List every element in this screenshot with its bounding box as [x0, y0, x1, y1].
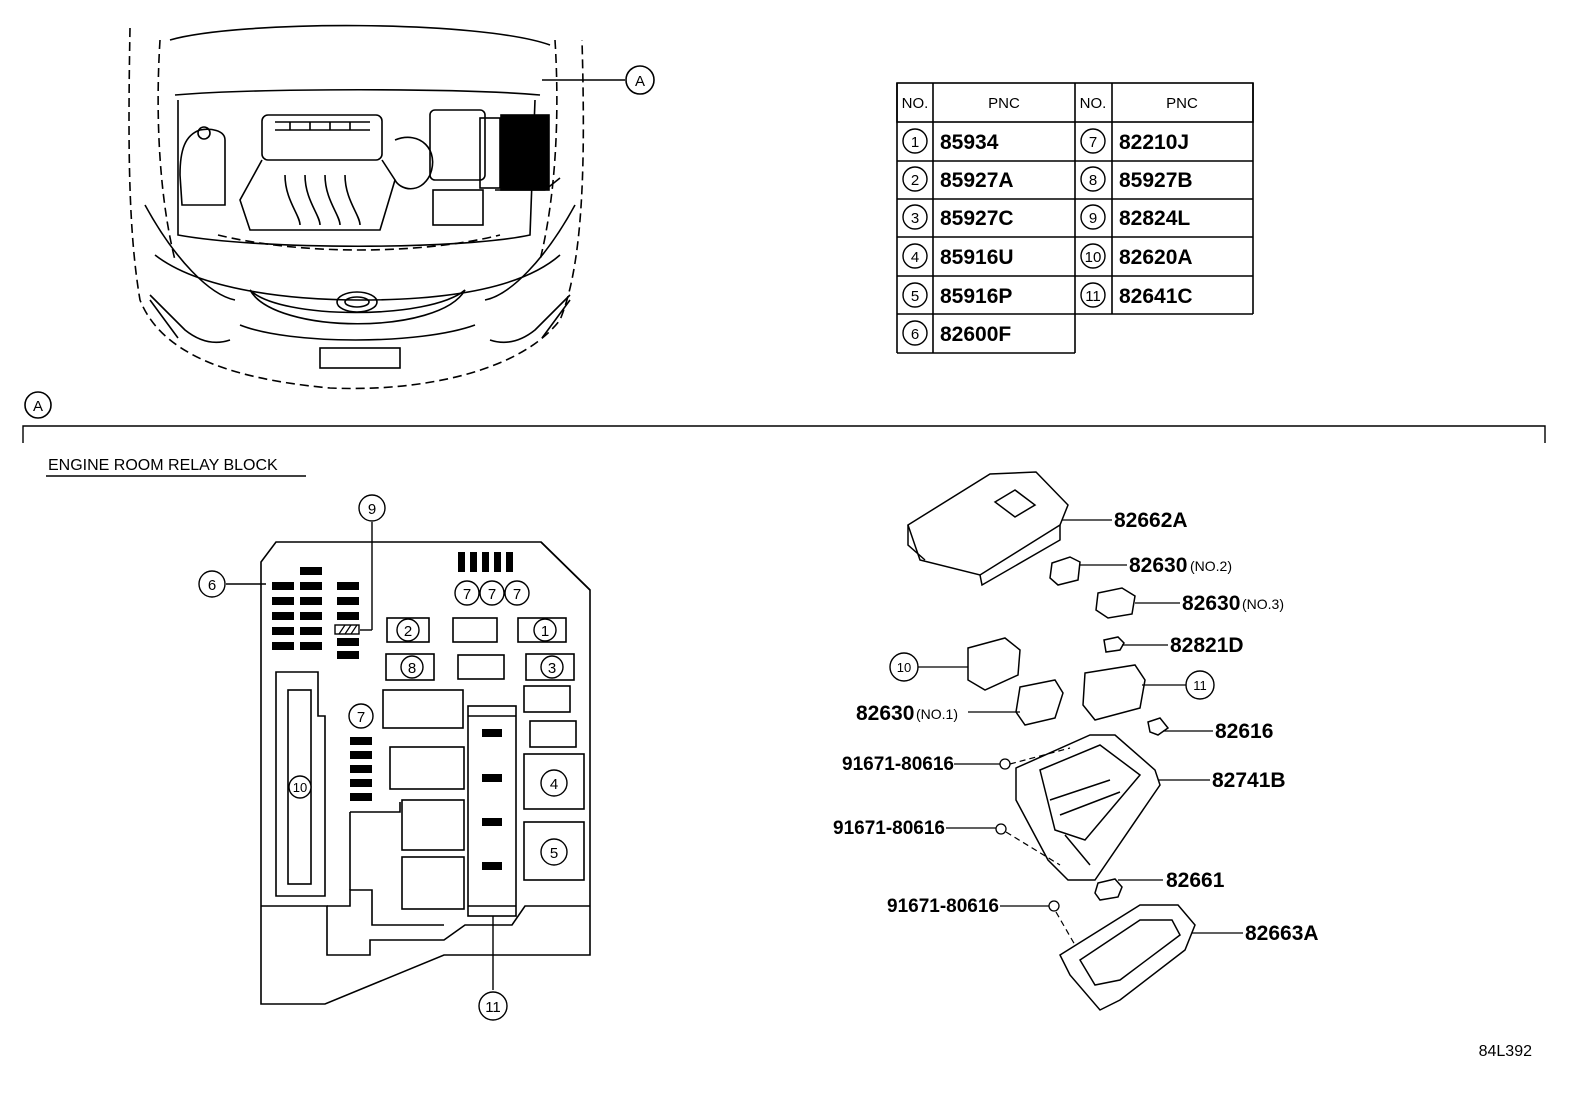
part-label-82663a: 82663A	[1245, 922, 1319, 945]
callout-10: 10	[293, 780, 307, 795]
callout-7: 7	[357, 709, 365, 726]
part-label-82630-no2: 82630	[1129, 554, 1187, 577]
svg-text:82620A: 82620A	[1119, 246, 1193, 269]
callout-4: 4	[550, 776, 558, 793]
pnc-table: NO. PNC NO. PNC 1 85934 2 85927A 3 85927…	[896, 82, 1254, 354]
exploded-parts-view: 10 11 82662A 82630 (NO.2) 82630 (NO.3) 8…	[833, 471, 1319, 1011]
part-label-82630-no1: 82630	[856, 702, 914, 725]
svg-text:1: 1	[911, 134, 919, 151]
svg-text:2: 2	[911, 172, 919, 189]
svg-text:82210J: 82210J	[1119, 131, 1189, 154]
table-row: 5 85916P	[902, 282, 1012, 308]
table-row: 8 85927B	[1080, 166, 1193, 192]
part-label-82661: 82661	[1166, 869, 1225, 892]
svg-text:82824L: 82824L	[1119, 207, 1190, 230]
part-label-82630-no3: 82630	[1182, 592, 1240, 615]
callout-11: 11	[1193, 678, 1207, 693]
bolt-label: 91671-80616	[842, 754, 954, 775]
svg-text:85927A: 85927A	[940, 169, 1014, 192]
svg-text:3: 3	[911, 210, 919, 227]
part-label-82741b: 82741B	[1212, 769, 1286, 792]
svg-text:10: 10	[1085, 249, 1102, 266]
callout-7: 7	[488, 586, 496, 603]
svg-text:6: 6	[911, 326, 919, 343]
vehicle-engine-bay-illustration	[128, 24, 625, 390]
table-header-no: NO.	[902, 95, 929, 112]
part-label-82616: 82616	[1215, 720, 1273, 743]
callout-1: 1	[541, 623, 549, 640]
svg-text:85916P: 85916P	[940, 285, 1012, 308]
table-row: 10 82620A	[1080, 243, 1193, 269]
drawing-code: 84L392	[1479, 1043, 1532, 1060]
svg-text:A: A	[33, 398, 43, 415]
callout-5: 5	[550, 845, 558, 862]
table-header-no-2: NO.	[1080, 95, 1107, 112]
part-note-no3: (NO.3)	[1242, 596, 1284, 612]
svg-text:82641C: 82641C	[1119, 285, 1193, 308]
callout-9: 9	[368, 501, 376, 518]
table-header-pnc: PNC	[988, 95, 1020, 112]
table-row: 3 85927C	[902, 204, 1014, 230]
callout-7: 7	[463, 586, 471, 603]
part-note-no1: (NO.1)	[916, 706, 958, 722]
section-title: ENGINE ROOM RELAY BLOCK	[48, 457, 278, 474]
svg-text:5: 5	[911, 288, 919, 305]
table-row: 6 82600F	[902, 320, 1011, 346]
table-row: 2 85927A	[902, 166, 1014, 192]
callout-2: 2	[404, 623, 412, 640]
callout-11: 11	[485, 999, 501, 1016]
table-row: 1 85934	[902, 128, 999, 154]
section-divider: A	[22, 391, 1546, 443]
callout-8: 8	[408, 660, 416, 677]
callout-7: 7	[513, 586, 521, 603]
svg-text:85934: 85934	[940, 131, 999, 154]
relay-block-layout: 6 9 7 7 7 2 1 8 3 7 4 5 10 11	[198, 494, 591, 1021]
bolt-label: 91671-80616	[833, 818, 945, 839]
table-row: 9 82824L	[1080, 204, 1190, 230]
svg-text:85927B: 85927B	[1119, 169, 1193, 192]
svg-text:A: A	[635, 73, 645, 90]
svg-text:7: 7	[1089, 134, 1097, 151]
bolt-label: 91671-80616	[887, 896, 999, 917]
svg-text:8: 8	[1089, 172, 1097, 189]
callout-a-top: A	[625, 65, 655, 95]
table-header-pnc-2: PNC	[1166, 95, 1198, 112]
part-note-no2: (NO.2)	[1190, 558, 1232, 574]
svg-text:4: 4	[911, 249, 919, 266]
svg-text:85916U: 85916U	[940, 246, 1014, 269]
table-row: 11 82641C	[1080, 282, 1193, 308]
svg-text:82600F: 82600F	[940, 323, 1011, 346]
callout-3: 3	[548, 660, 556, 677]
table-row: 7 82210J	[1080, 128, 1189, 154]
table-row: 4 85916U	[902, 243, 1014, 269]
svg-text:85927C: 85927C	[940, 207, 1014, 230]
svg-text:11: 11	[1085, 288, 1101, 305]
part-label-82821d: 82821D	[1170, 634, 1244, 657]
part-label-82662a: 82662A	[1114, 509, 1188, 532]
callout-6: 6	[208, 577, 216, 594]
callout-10: 10	[897, 660, 911, 675]
svg-text:9: 9	[1089, 210, 1097, 227]
